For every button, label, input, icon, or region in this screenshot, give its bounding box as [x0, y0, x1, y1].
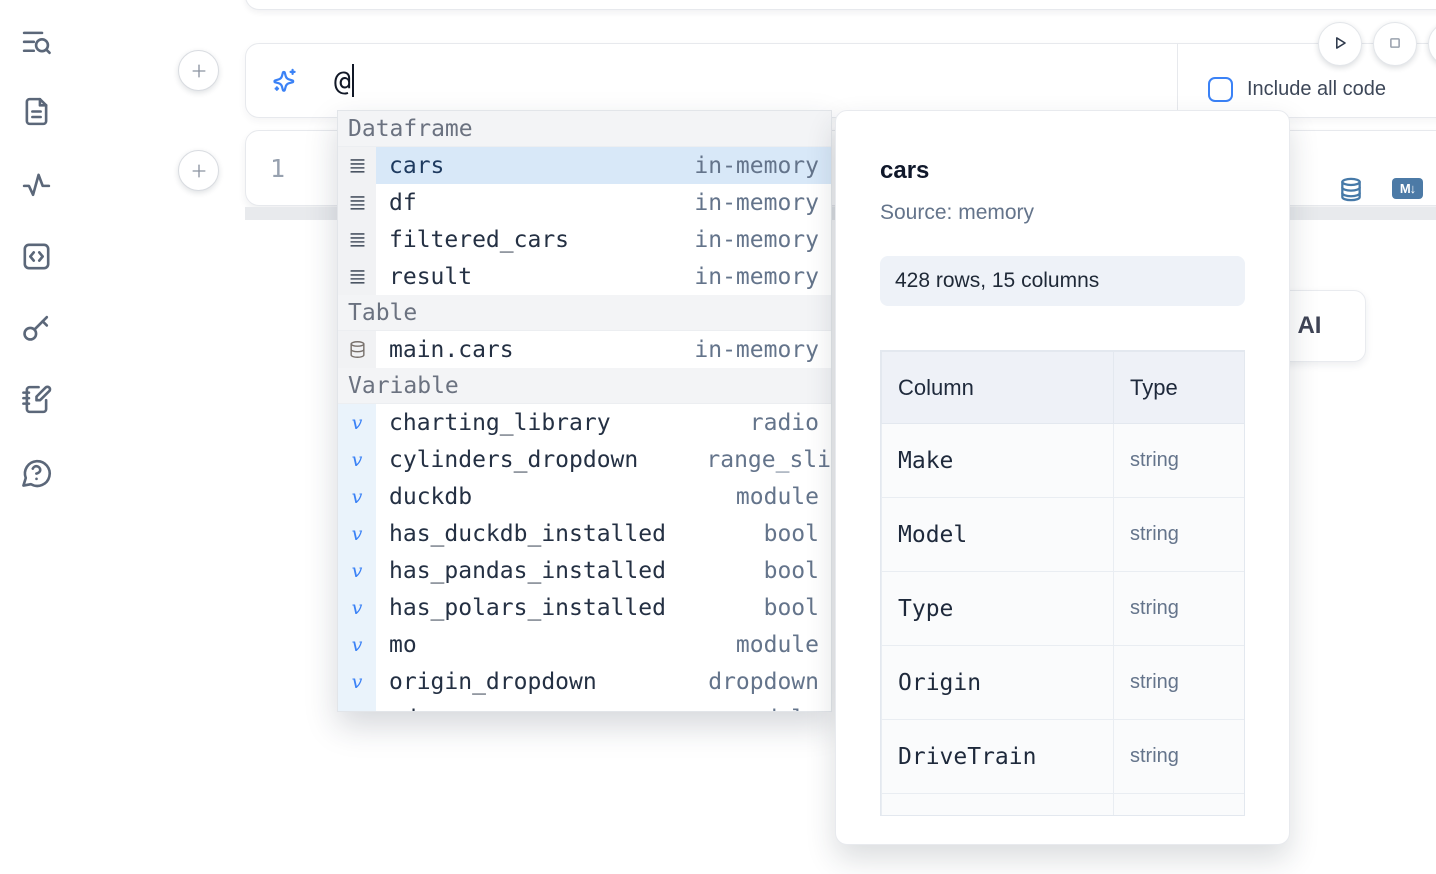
section-header-dataframe: Dataframe	[338, 111, 831, 147]
preview-title: cars	[880, 157, 930, 184]
type-header: Type	[1113, 351, 1244, 424]
preview-source: Source: memory	[880, 201, 1035, 224]
table-row: Make string	[881, 423, 1244, 498]
include-all-code-label: Include all code	[1247, 78, 1386, 100]
database-icon	[338, 331, 376, 368]
table-row-partial	[881, 793, 1244, 815]
code-cell-icon[interactable]	[18, 238, 54, 274]
database-icon[interactable]	[1338, 176, 1364, 203]
autocomplete-item-pd[interactable]: v pdmodule	[338, 700, 831, 711]
variable-v-icon: v	[338, 515, 376, 552]
text-cursor	[351, 64, 354, 97]
table-row: Type string	[881, 571, 1244, 646]
table-row: Origin string	[881, 645, 1244, 720]
shape-badge: 428 rows, 15 columns	[880, 256, 1245, 306]
key-icon[interactable]	[18, 309, 54, 345]
scratchpad-icon[interactable]	[18, 381, 54, 417]
dataframe-rows-icon	[338, 184, 376, 221]
ai-prompt-input[interactable]: @	[334, 64, 354, 97]
table-row: Model string	[881, 497, 1244, 572]
variable-v-icon: v	[338, 441, 376, 478]
help-chat-icon[interactable]	[18, 454, 54, 490]
section-header-table: Table	[338, 295, 831, 331]
previous-cell-edge	[245, 0, 1436, 10]
variable-v-icon: v	[338, 626, 376, 663]
variable-v-icon: v	[338, 552, 376, 589]
add-cell-button-bottom[interactable]	[178, 150, 219, 191]
dataframe-rows-icon	[338, 258, 376, 295]
column-header: Column	[881, 351, 1114, 424]
schema-header-row: Column Type	[881, 351, 1244, 424]
run-cell-button[interactable]	[1318, 22, 1362, 66]
table-row: DriveTrain string	[881, 719, 1244, 794]
stop-icon	[1384, 32, 1406, 57]
variable-v-icon: v	[338, 478, 376, 515]
prompt-divider	[1177, 44, 1178, 117]
dataframe-preview-panel: cars Source: memory 428 rows, 15 columns…	[835, 110, 1290, 845]
variable-v-icon: v	[338, 589, 376, 626]
sparkles-icon	[271, 67, 299, 95]
file-text-icon[interactable]	[18, 93, 54, 129]
line-number: 1	[270, 154, 286, 183]
stop-cell-button[interactable]	[1373, 22, 1417, 66]
variable-v-icon: v	[338, 700, 376, 711]
markdown-badge-icon[interactable]: M↓	[1392, 178, 1423, 199]
dataframe-rows-icon	[338, 147, 376, 184]
section-header-variable: Variable	[338, 368, 831, 404]
play-icon	[1329, 32, 1351, 57]
ai-prompt-cell: @ Include all code	[245, 43, 1436, 118]
variable-v-icon: v	[338, 404, 376, 441]
dataframe-rows-icon	[338, 221, 376, 258]
add-cell-button-top[interactable]	[178, 50, 219, 91]
list-search-icon[interactable]	[18, 24, 54, 60]
schema-table: Column Type Make string Model string Typ…	[880, 350, 1245, 816]
left-sidebar	[0, 0, 70, 874]
ai-card-label: l AI	[1285, 312, 1322, 339]
activity-icon[interactable]	[18, 166, 54, 202]
include-all-code-checkbox[interactable]	[1208, 77, 1233, 102]
variable-v-icon: v	[338, 663, 376, 700]
